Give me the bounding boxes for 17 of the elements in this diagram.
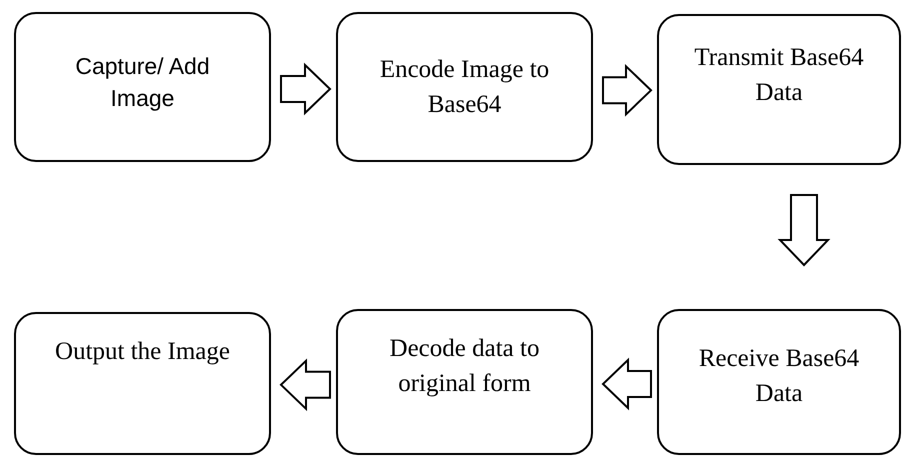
process-box [14, 12, 271, 162]
block-arrow [280, 358, 331, 412]
process-box [336, 12, 593, 162]
box-label: Capture/ Add Image [74, 52, 211, 114]
process-box [14, 312, 271, 455]
box-label: Output the Image [54, 337, 231, 367]
process-box [336, 309, 593, 455]
process-box [657, 14, 901, 165]
box-label: Receive Base64 Data [698, 344, 860, 409]
box-label: Decode data to original form [388, 334, 540, 399]
block-arrow [602, 64, 652, 117]
block-arrow [602, 358, 652, 410]
process-box [657, 309, 901, 455]
block-arrow [778, 194, 830, 266]
box-label: Transmit Base64 Data [693, 43, 865, 108]
box-label: Encode Image to Base64 [378, 55, 550, 120]
block-arrow [280, 62, 332, 116]
